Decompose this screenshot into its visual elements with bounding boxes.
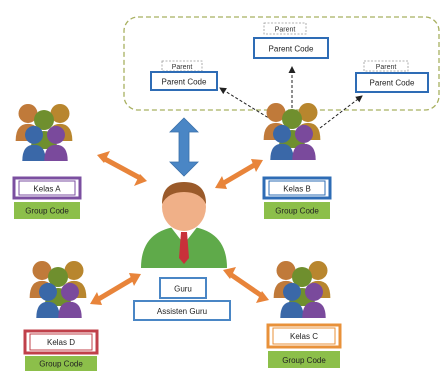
orange-arrow-kelas-a	[97, 151, 147, 186]
kelas-b-group-code: Group Code	[275, 207, 319, 216]
parent-tag-left: Parent	[172, 64, 193, 71]
orange-arrow-kelas-b	[215, 159, 263, 189]
kelas-c-group-code: Group Code	[282, 356, 326, 365]
parent-tag-right: Parent	[376, 64, 397, 71]
teacher-icon	[141, 182, 227, 268]
kelas-b-node: Kelas B Group Code	[262, 176, 332, 219]
kelas-d-node: Kelas D Group Code	[23, 329, 99, 371]
kelas-d-group-code: Group Code	[39, 360, 83, 369]
parent-node-left: Parent Parent Code	[150, 60, 218, 91]
parent-code-right: Parent Code	[370, 79, 415, 88]
kelas-b-label: Kelas B	[283, 185, 311, 194]
people-group-icon	[273, 260, 331, 318]
kelas-a-group-code: Group Code	[25, 207, 69, 216]
orange-arrow-kelas-c	[223, 267, 269, 303]
kelas-a-label: Kelas A	[33, 185, 61, 194]
parent-code-center: Parent Code	[269, 45, 314, 54]
kelas-a-node: Kelas A Group Code	[12, 176, 82, 219]
arrow-to-parent-right	[319, 95, 363, 129]
teacher-role-label: Guru	[174, 285, 192, 294]
parent-node-right: Parent Parent Code	[355, 60, 429, 93]
arrow-to-parent-left	[219, 87, 273, 121]
orange-arrow-kelas-d	[90, 273, 141, 305]
people-group-icon	[29, 260, 87, 318]
parent-node-center: Parent Parent Code	[253, 22, 329, 59]
kelas-d-label: Kelas D	[47, 338, 75, 347]
assistant-teacher-label: Assisten Guru	[157, 307, 207, 316]
kelas-c-label: Kelas C	[290, 332, 318, 341]
people-group-icon	[263, 102, 321, 160]
people-group-icon	[15, 103, 73, 161]
kelas-c-node: Kelas C Group Code	[266, 323, 342, 368]
blue-double-arrow	[169, 117, 199, 177]
parent-code-left: Parent Code	[162, 78, 207, 87]
teacher-node: Guru Assisten Guru	[133, 277, 231, 321]
parent-tag-center: Parent	[275, 27, 296, 34]
